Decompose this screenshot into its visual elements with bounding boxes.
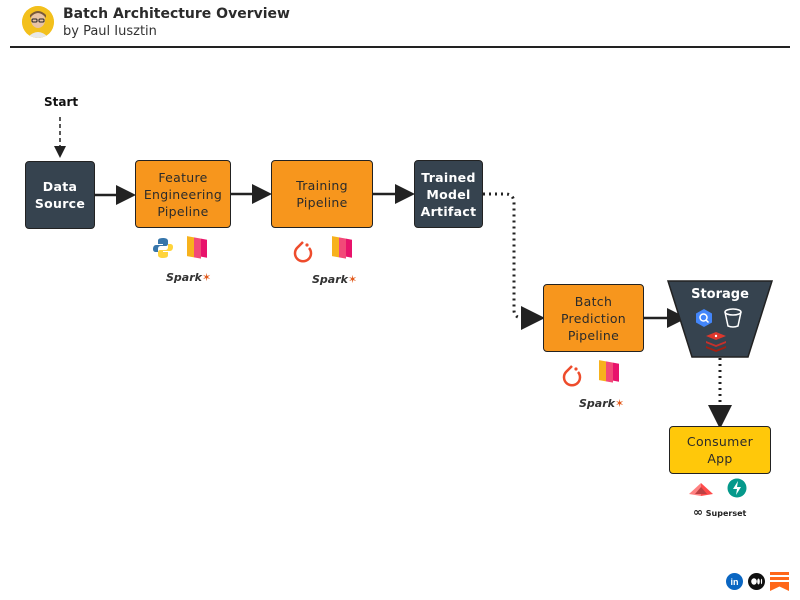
spark-label: Spark (312, 273, 348, 286)
spark-icon: Spark✶ (166, 271, 212, 284)
superset-icon: ∞ Superset (693, 505, 747, 519)
feature-engineering-pipeline-node: Feature Engineering Pipeline (135, 160, 231, 228)
linkedin-icon[interactable]: in (726, 573, 743, 590)
bucket-icon (724, 308, 742, 328)
streamlit-icon (689, 483, 713, 496)
pandas-icon (187, 236, 207, 259)
training-pipeline-node: Training Pipeline (271, 160, 373, 228)
medium-icon[interactable] (748, 573, 765, 590)
page-title: Batch Architecture Overview (63, 6, 290, 22)
spark-label: Spark (166, 271, 202, 284)
author-avatar (22, 6, 54, 38)
bigquery-icon (696, 309, 712, 327)
pytorch-icon (293, 241, 313, 263)
consumer-app-node: Consumer App (669, 426, 771, 474)
spark-icon: Spark✶ (312, 273, 358, 286)
pytorch-icon (562, 365, 582, 387)
start-label: Start (44, 95, 79, 109)
fastapi-icon (727, 478, 747, 498)
redis-icon (706, 332, 726, 352)
spark-icon: Spark✶ (579, 397, 625, 410)
arrow-model-to-batch (483, 192, 545, 330)
trained-model-artifact-node: Trained Model Artifact (414, 160, 483, 228)
pandas-icon (599, 360, 619, 383)
header-divider (10, 46, 790, 48)
substack-icon[interactable] (770, 572, 789, 591)
storage-node-label: Storage (691, 287, 749, 302)
data-source-node: Data Source (25, 161, 95, 229)
page-subtitle: by Paul Iusztin (63, 24, 157, 39)
pandas-icon (332, 236, 352, 259)
header: Batch Architecture Overview by Paul Iusz… (0, 0, 800, 50)
spark-label: Spark (579, 397, 615, 410)
python-icon (153, 238, 173, 258)
superset-label: Superset (705, 509, 747, 518)
batch-prediction-pipeline-node: Batch Prediction Pipeline (543, 284, 644, 352)
